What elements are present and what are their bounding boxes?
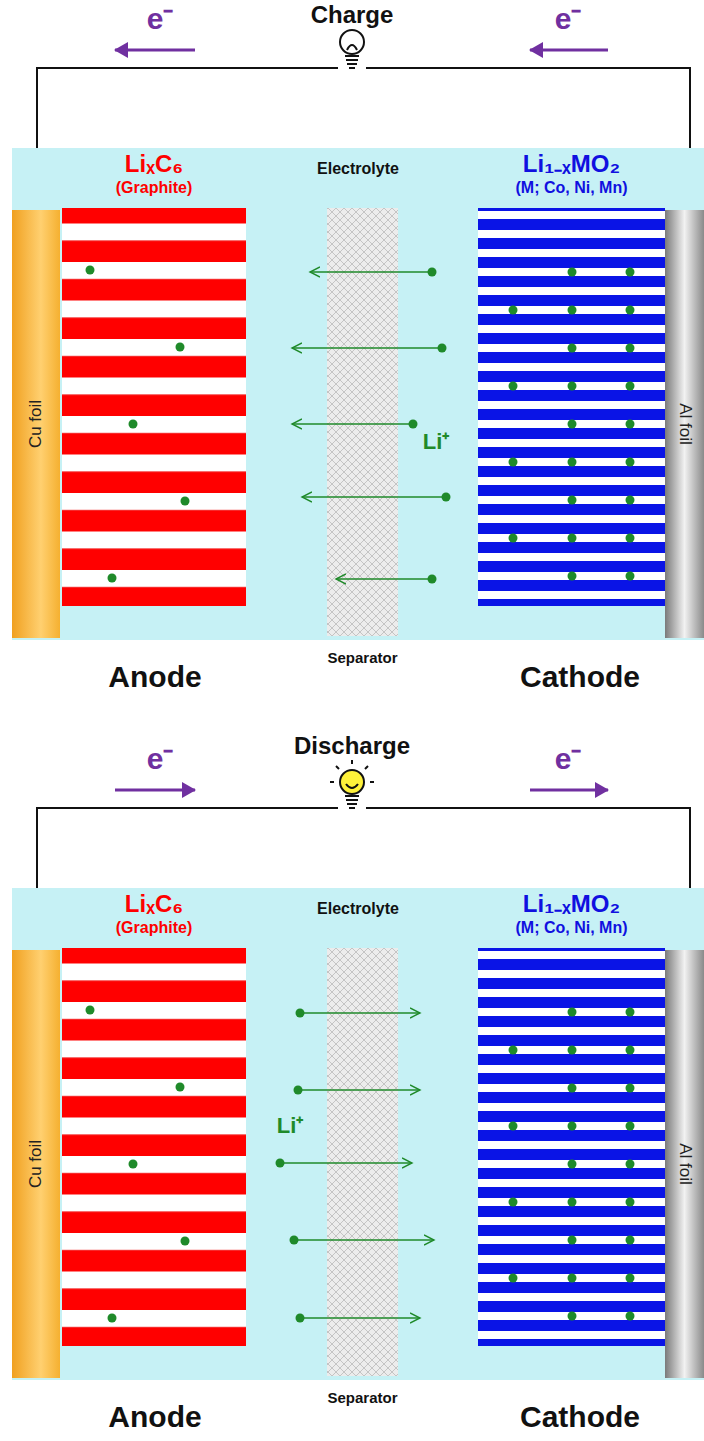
li-ion-dots [276, 1009, 305, 1323]
panel-title: Charge [311, 2, 394, 28]
graphite-anode: LiₓC₆(Graphite) [62, 150, 246, 606]
electron-label: e⁻ [555, 2, 582, 35]
li-ion-arrows [282, 1013, 434, 1318]
part-label: Electrolyte [317, 900, 399, 918]
cu-foil: Cu foil [12, 210, 60, 638]
discharge-panel [12, 808, 704, 1380]
cu-foil: Cu foil [12, 950, 60, 1378]
graphite-anode: LiₓC₆(Graphite) [62, 890, 246, 1346]
panel-title: Discharge [294, 733, 410, 759]
part-label: Cu foil [26, 1140, 46, 1188]
electrolyte-region: Electrolyte [12, 148, 704, 640]
part-label: LiₓC₆ [125, 150, 183, 178]
part-label: Al foil [675, 403, 695, 445]
electron-arrow [530, 49, 608, 52]
part-label: Li₁₋ₓMO₂ [523, 150, 620, 178]
electrode-name: Cathode [520, 1400, 640, 1433]
li-ion-arrows [292, 272, 444, 579]
electron-label: e⁻ [147, 742, 174, 775]
part-sublabel: (M; Co, Ni, Mn) [516, 918, 628, 938]
electrode-name: Cathode [520, 660, 640, 693]
part-label: LiₓC₆ [125, 890, 183, 918]
oxide-cathode: Li₁₋ₓMO₂(M; Co, Ni, Mn) [478, 890, 665, 1346]
part-label: Separator [327, 649, 397, 666]
electron-label: e⁻ [147, 2, 174, 35]
part-label: Al foil [675, 1143, 695, 1185]
bulb-on [330, 760, 374, 808]
electrode-name: Anode [108, 1400, 201, 1433]
electrolyte-region: Electrolyte [12, 888, 704, 1380]
bulb-off [340, 30, 364, 68]
part-sublabel: (M; Co, Ni, Mn) [516, 178, 628, 198]
separator: Separator [327, 208, 398, 668]
al-foil: Al foil [665, 210, 704, 638]
al-foil: Al foil [665, 950, 704, 1378]
part-sublabel: (Graphite) [116, 178, 192, 198]
part-label: Electrolyte [317, 160, 399, 178]
part-sublabel: (Graphite) [116, 918, 192, 938]
li-ion-dots [409, 268, 451, 584]
electron-arrow [530, 789, 608, 792]
part-label: Li₁₋ₓMO₂ [523, 890, 620, 918]
part-label: Separator [327, 1389, 397, 1406]
ion-label: Li⁺ [423, 430, 450, 454]
electron-arrow [115, 49, 195, 52]
ion-label: Li⁺ [277, 1114, 304, 1138]
charge-panel [12, 68, 704, 640]
electron-arrow [115, 789, 195, 792]
oxide-cathode: Li₁₋ₓMO₂(M; Co, Ni, Mn) [478, 150, 665, 606]
separator: Separator [327, 948, 398, 1408]
electrode-name: Anode [108, 660, 201, 693]
electron-label: e⁻ [555, 742, 582, 775]
part-label: Cu foil [26, 400, 46, 448]
